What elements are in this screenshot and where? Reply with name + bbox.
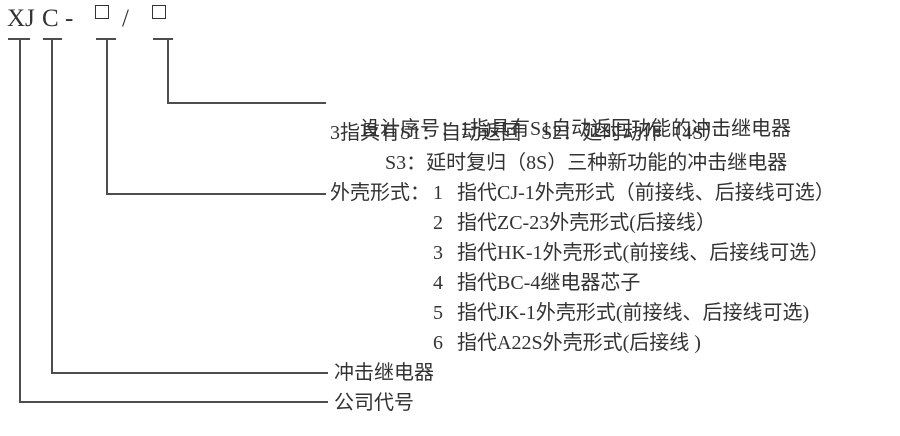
impact-relay-label: 冲击继电器 bbox=[334, 362, 434, 384]
case-form-item-num: 6 bbox=[433, 332, 443, 354]
case-form-item-num: 4 bbox=[433, 272, 443, 294]
case-form-item: 6 指代A22S外壳形式(后接线 ) bbox=[0, 330, 900, 356]
case-form-item-num: 3 bbox=[433, 242, 443, 264]
model-code-slash: / bbox=[122, 5, 129, 32]
company-code-row: 公司代号 bbox=[0, 390, 900, 416]
case-form-item-desc: 指代BC-4继电器芯子 bbox=[457, 272, 641, 294]
impact-relay-row: 冲击继电器 bbox=[0, 360, 900, 386]
design-serial-line3: S3：延时复归（8S）三种新功能的冲击继电器 bbox=[0, 150, 900, 176]
placeholder-box-design-serial bbox=[152, 5, 166, 19]
model-code: XJ C - / bbox=[0, 0, 900, 40]
case-form-item: 3 指代HK-1外壳形式(前接线、后接线可选） bbox=[0, 240, 900, 266]
design-serial-line2: 3指具有S1：自动返回 S2：延时动作（4S） bbox=[0, 120, 900, 146]
model-code-prefix: XJ bbox=[7, 5, 35, 32]
case-form-item: 外壳形式： 1 指代CJ-1外壳形式（前接线、后接线可选） bbox=[0, 180, 900, 206]
model-code-type-letter: C bbox=[42, 5, 59, 32]
connector-impact-relay bbox=[43, 38, 328, 374]
case-form-item-desc: 指代HK-1外壳形式(前接线、后接线可选） bbox=[457, 242, 830, 264]
case-form-item-num: 2 bbox=[433, 212, 443, 234]
case-form-item-desc: 指代CJ-1外壳形式（前接线、后接线可选） bbox=[457, 182, 835, 204]
case-form-item-num: 1 bbox=[433, 182, 443, 204]
case-form-label: 外壳形式： bbox=[330, 182, 430, 204]
case-form-item: 2 指代ZC-23外壳形式(后接线） bbox=[0, 210, 900, 236]
connector-case-form bbox=[96, 38, 326, 195]
model-code-separator: - bbox=[65, 5, 74, 32]
case-form-item-desc: 指代JK-1外壳形式(前接线、后接线可选) bbox=[457, 302, 810, 324]
case-form-item: 4 指代BC-4继电器芯子 bbox=[0, 270, 900, 296]
design-serial-text3: S3：延时复归（8S）三种新功能的冲击继电器 bbox=[385, 152, 788, 174]
design-serial-line1: 设计序号：1指具有S1自动返回功能的冲击继电器 bbox=[0, 90, 900, 140]
case-form-item-desc: 指代A22S外壳形式(后接线 ) bbox=[457, 332, 701, 354]
design-serial-label: 设计序号： bbox=[360, 118, 460, 140]
design-serial-text2: 3指具有S1：自动返回 S2：延时动作（4S） bbox=[330, 122, 724, 144]
case-form-item-num: 5 bbox=[433, 302, 443, 324]
connector-company-code bbox=[8, 38, 328, 403]
case-form-item: 5 指代JK-1外壳形式(前接线、后接线可选) bbox=[0, 300, 900, 326]
design-serial-text1: 1指具有S1自动返回功能的冲击继电器 bbox=[460, 118, 792, 140]
company-code-label: 公司代号 bbox=[334, 392, 414, 414]
placeholder-box-case-form bbox=[95, 5, 109, 19]
connector-design-serial bbox=[153, 38, 326, 104]
case-form-item-desc: 指代ZC-23外壳形式(后接线） bbox=[457, 212, 716, 234]
